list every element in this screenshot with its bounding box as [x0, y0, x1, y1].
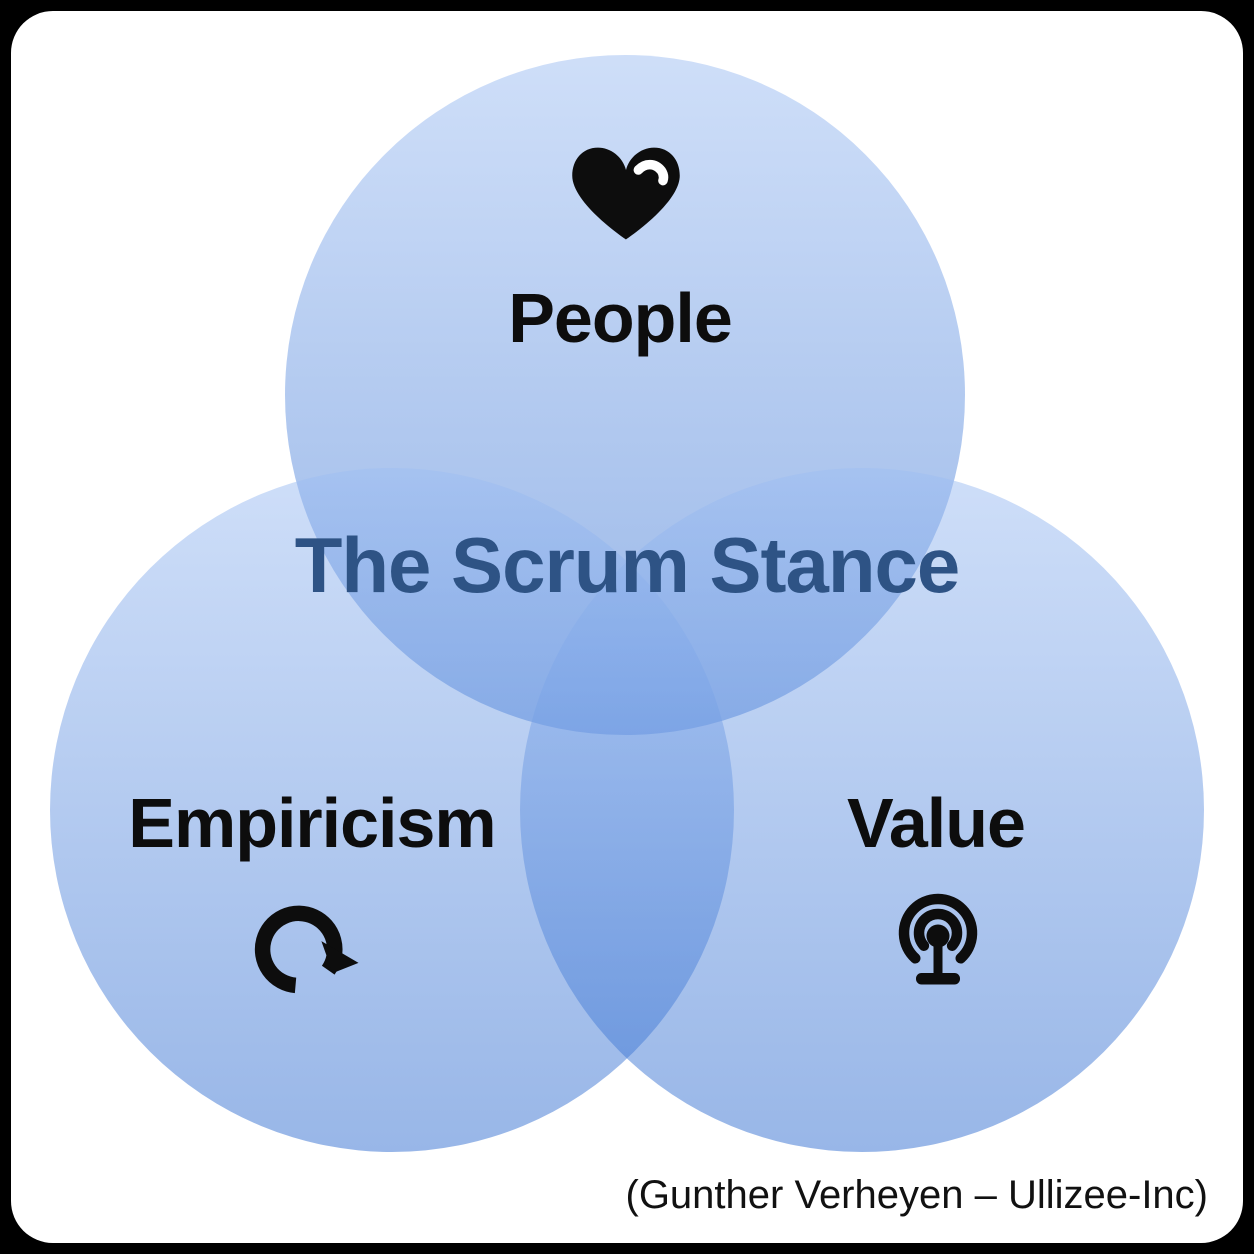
venn-center-title: The Scrum Stance — [294, 521, 961, 609]
podcast-icon — [898, 893, 978, 985]
circle-label-empiricism: Empiricism — [128, 784, 496, 862]
circle-label-value: Value — [847, 784, 1026, 862]
venn-circle-value — [520, 468, 1204, 1152]
attribution-caption: (Gunther Verheyen – Ullizee-Inc) — [625, 1173, 1209, 1217]
cycle-arrow-icon — [254, 905, 359, 994]
circle-label-people: People — [508, 279, 733, 357]
heart-icon — [572, 147, 680, 240]
